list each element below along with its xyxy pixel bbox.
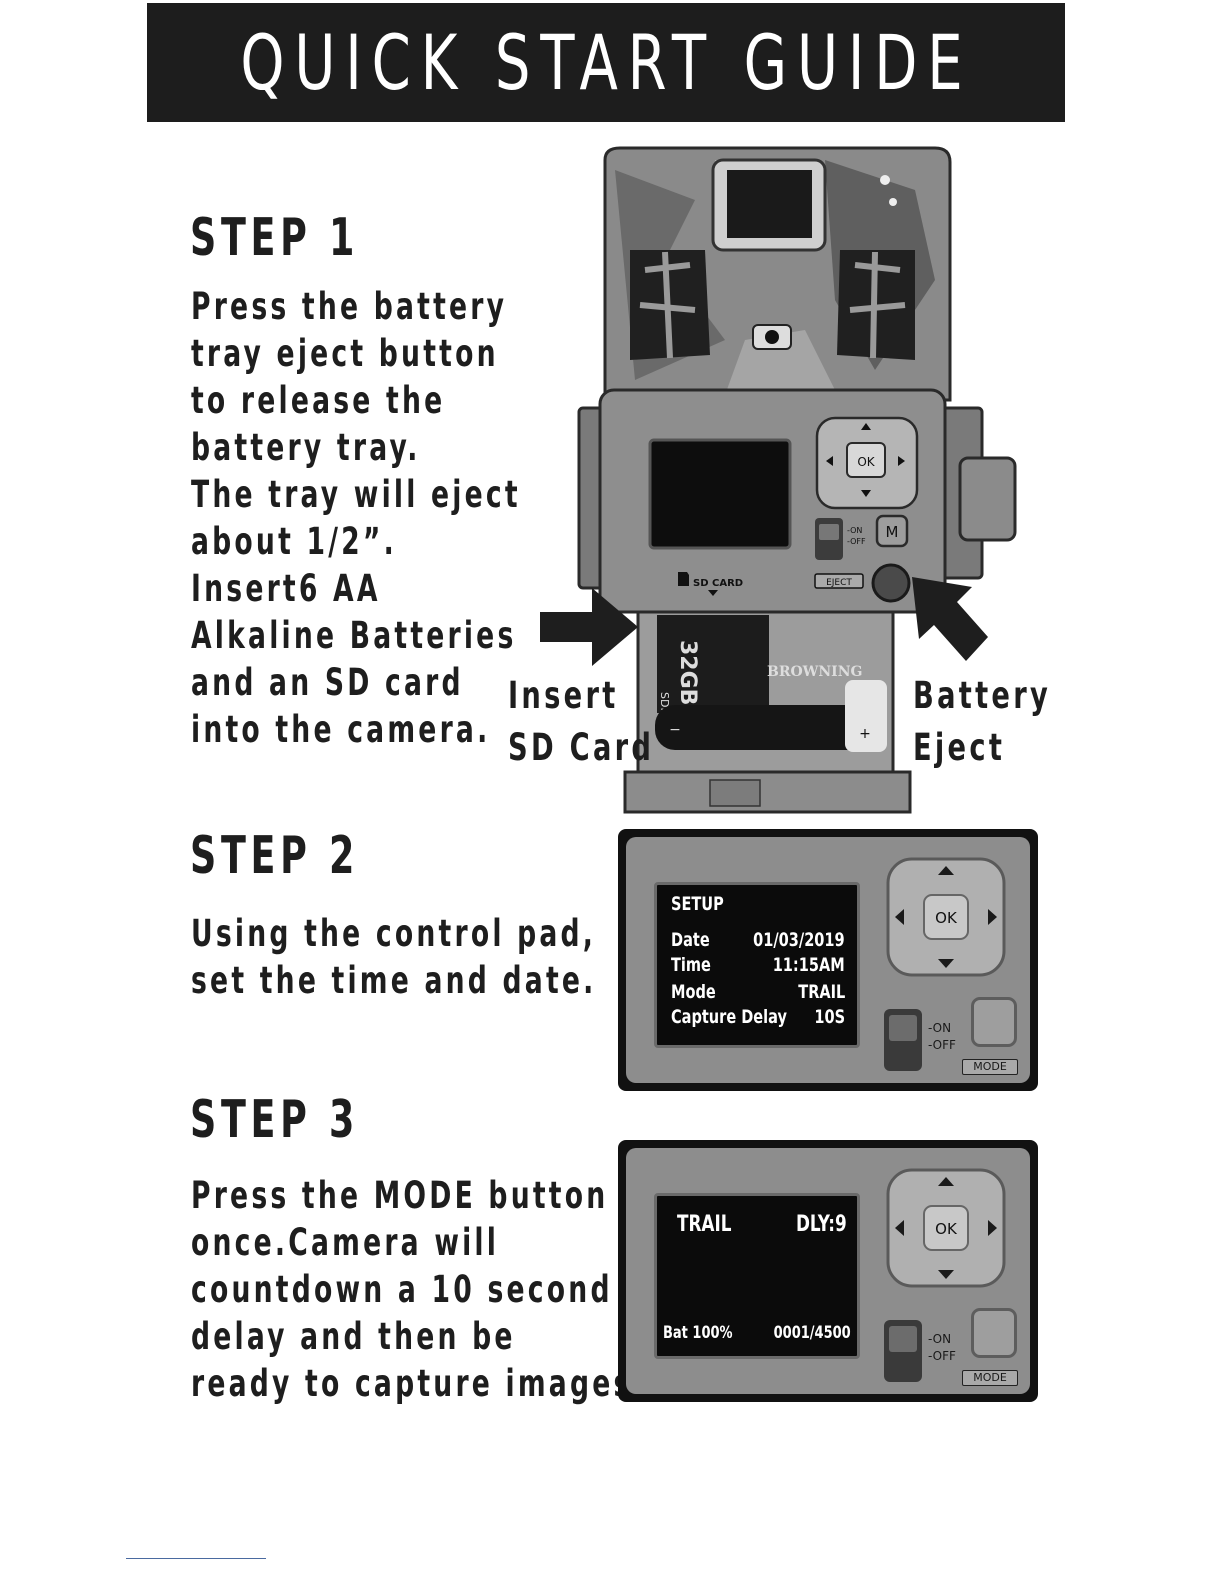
setup-row-value: 10S [814, 1006, 845, 1028]
step-1-line: about 1/2”. [191, 520, 397, 563]
camera-ok-label: OK [857, 455, 875, 469]
svg-text:−: − [669, 722, 681, 738]
setup-row-value: 11:15AM [773, 954, 845, 976]
step-1-line: Press the battery [191, 285, 508, 328]
battery-eject-arrow-icon [912, 577, 988, 661]
callout-line: SD Card [508, 726, 655, 769]
mode-label: MODE [962, 1059, 1018, 1075]
step-1-line: tray eject button [191, 332, 499, 375]
step-1-line: Insert6 AA [191, 567, 381, 610]
step-2-text: Using the control pad, set the time and … [191, 910, 596, 1004]
svg-text:+: + [859, 726, 871, 742]
step-1-line: to release the [191, 379, 446, 422]
sd-capacity-label: 32GB [675, 640, 700, 705]
setup-row-label: Mode [671, 981, 716, 1003]
trail-camera-illustration: OK -ON -OFF M SD CARD EJECT 32GB SDHC + … [577, 146, 1017, 814]
step-2-line: Using the control pad, [191, 912, 597, 955]
footer-divider [126, 1558, 266, 1559]
off-label: -OFF [928, 1349, 956, 1363]
power-switch[interactable] [884, 1009, 922, 1071]
control-pad-icon: OK [886, 857, 1006, 977]
battery-brand-label: BROWNING [767, 664, 862, 680]
on-label: -ON [928, 1021, 952, 1035]
trail-count-text: 0001/4500 [773, 1323, 851, 1343]
battery-eject-callout: Battery Eject [913, 670, 1051, 774]
trail-screen-panel: TRAIL DLY:9 Bat 100% 0001/4500 OK -ON -O… [618, 1140, 1038, 1402]
eject-label: EJECT [826, 578, 852, 588]
step-1-line: Alkaline Batteries [191, 614, 517, 657]
mode-button[interactable] [971, 997, 1017, 1047]
camera-on-label: -ON [847, 526, 862, 535]
step-2-line: set the time and date. [191, 959, 597, 1002]
setup-row-label: Date [671, 929, 710, 951]
on-label: -ON [928, 1332, 952, 1346]
setup-screen-panel: SETUP Date 01/03/2019 Time 11:15AM Mode … [618, 829, 1038, 1091]
trail-battery-text: Bat 100% [663, 1323, 733, 1343]
step-3-line: countdown a 10 second [191, 1268, 613, 1311]
page-title: QUICK START GUIDE [239, 18, 973, 107]
trail-delay-text: DLY:9 [796, 1212, 847, 1237]
step-3-heading: STEP 3 [190, 1090, 360, 1150]
setup-title: SETUP [671, 893, 724, 915]
camera-m-label: M [886, 523, 899, 541]
title-banner: QUICK START GUIDE [147, 3, 1065, 122]
mode-button[interactable] [971, 1308, 1017, 1358]
panel-ok-label: OK [935, 1220, 958, 1238]
off-label: -OFF [928, 1038, 956, 1052]
panel-ok-label: OK [935, 909, 958, 927]
step-1-line: into the camera. [191, 708, 491, 751]
step-1-line: The tray will eject [191, 473, 521, 516]
mode-label: MODE [962, 1370, 1018, 1386]
trail-mode-text: TRAIL [677, 1212, 732, 1237]
power-switch[interactable] [884, 1320, 922, 1382]
setup-lcd: SETUP Date 01/03/2019 Time 11:15AM Mode … [654, 882, 860, 1048]
setup-row-label: Time [671, 954, 711, 976]
camera-off-label: -OFF [847, 537, 866, 546]
step-1-heading: STEP 1 [190, 208, 360, 268]
sd-card-slot-label: SD CARD [693, 578, 743, 589]
setup-row-value: TRAIL [797, 981, 845, 1003]
step-1-line: battery tray. [191, 426, 421, 469]
step-3-line: ready to capture images. [191, 1362, 646, 1405]
callout-line: Battery [913, 674, 1052, 717]
trail-lcd: TRAIL DLY:9 Bat 100% 0001/4500 [654, 1193, 860, 1359]
step-3-line: once.Camera will [191, 1221, 500, 1264]
insert-sd-arrow-icon [540, 588, 638, 666]
step-3-text: Press the MODE button once.Camera will c… [191, 1172, 646, 1407]
callout-line: Insert [508, 674, 619, 717]
setup-row-label: Capture Delay [671, 1006, 787, 1028]
step-1-text: Press the battery tray eject button to r… [191, 283, 521, 753]
step-3-line: delay and then be [191, 1315, 516, 1358]
step-2-heading: STEP 2 [190, 826, 360, 886]
insert-sd-callout: Insert SD Card [508, 670, 654, 774]
callout-line: Eject [913, 726, 1006, 769]
step-3-line: Press the MODE button [191, 1174, 609, 1217]
setup-row-value: 01/03/2019 [753, 929, 845, 951]
control-pad-icon: OK [886, 1168, 1006, 1288]
step-1-line: and an SD card [191, 661, 464, 704]
